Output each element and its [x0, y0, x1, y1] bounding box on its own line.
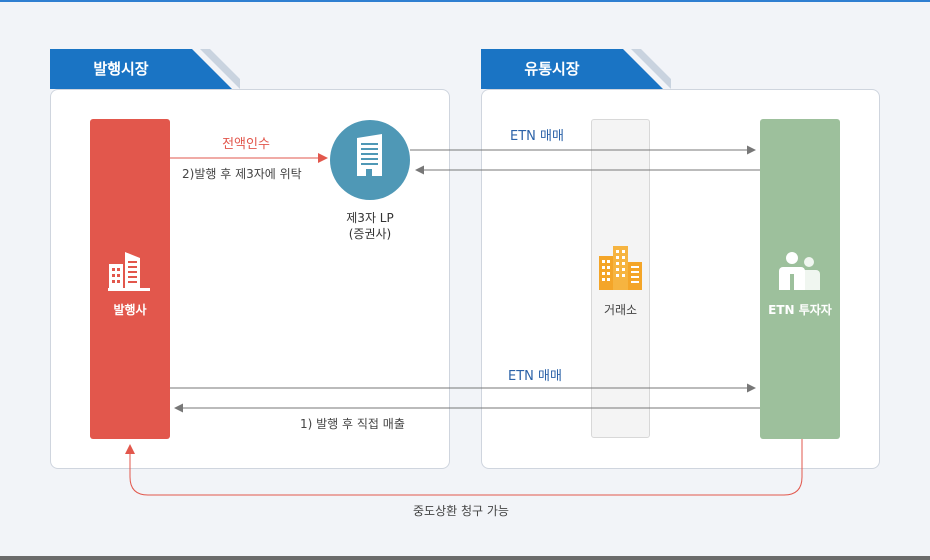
entrust-third-party-label: 2)발행 후 제3자에 위탁	[182, 167, 302, 181]
direct-sale-label: 1) 발행 후 직접 매출	[300, 417, 405, 431]
tab-shape	[50, 49, 240, 89]
third-party-lp-sublabel: (증권사)	[348, 227, 392, 241]
distribution-market-label: 유통시장	[524, 60, 580, 78]
tab-shape	[481, 49, 671, 89]
investor-label: ETN 투자자	[768, 303, 832, 317]
etn-trade-label-bottom: ETN 매매	[508, 369, 562, 384]
issuer-label: 발행사	[113, 303, 147, 317]
third-party-lp-label: 제3자 LP	[346, 211, 394, 225]
top-rule	[0, 0, 930, 2]
bottom-rule	[0, 556, 930, 560]
people-icon	[779, 252, 820, 290]
office-tower-icon	[357, 134, 382, 176]
etn-trade-label-top: ETN 매매	[510, 129, 564, 144]
early-redemption-arrow	[125, 439, 803, 496]
city-buildings-icon	[599, 246, 642, 290]
issuance-market-label: 발행시장	[93, 60, 149, 78]
full-acquisition-label: 전액인수	[222, 137, 270, 152]
exchange-label: 거래소	[603, 303, 638, 317]
building-icon	[108, 252, 150, 291]
early-redemption-label: 중도상환 청구 가능	[413, 504, 509, 518]
